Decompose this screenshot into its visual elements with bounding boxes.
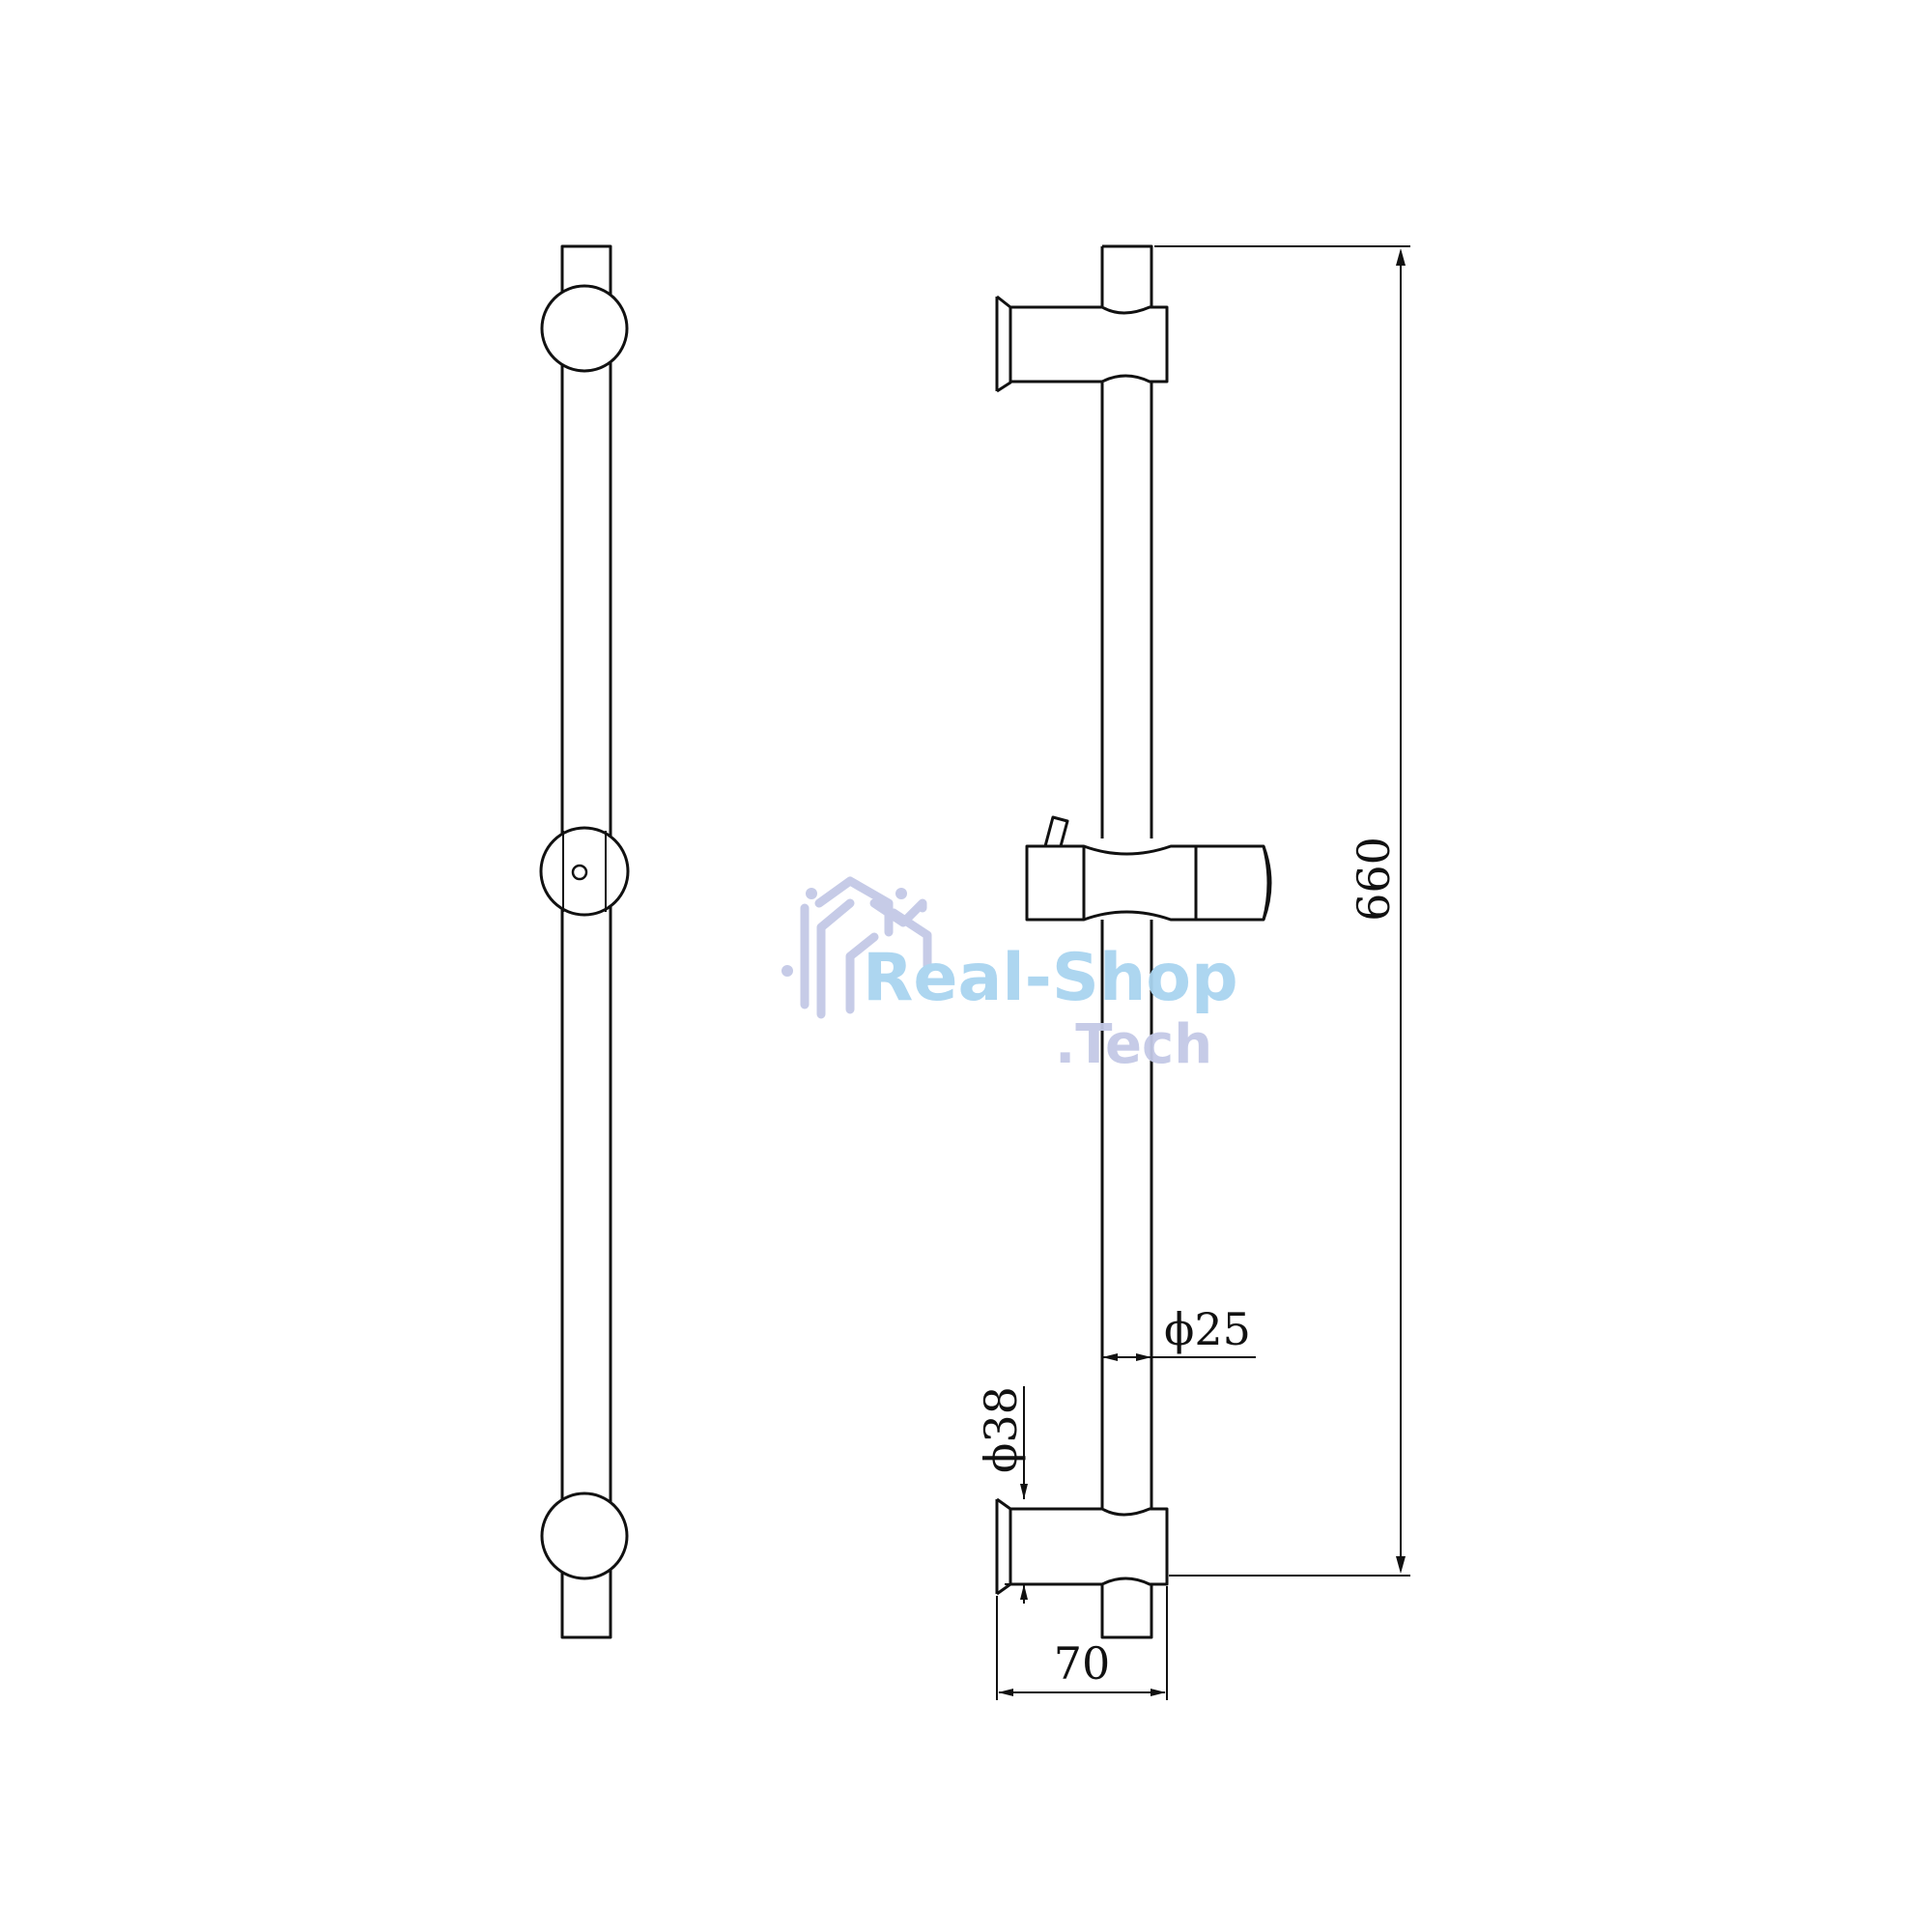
watermark-line1: Real-Shop: [863, 940, 1238, 1016]
side-top-bracket: [540, 284, 629, 373]
slider-lever: [1043, 815, 1069, 847]
watermark-logo: Real-Shop .Tech: [781, 876, 1238, 1076]
height-label: 660: [1348, 837, 1400, 922]
house-circuit-icon: [781, 876, 932, 1019]
dimension-rail-diameter: ϕ25: [1102, 1303, 1256, 1361]
watermark-line2: .Tech: [1055, 1013, 1212, 1076]
side-bottom-bracket: [540, 1492, 629, 1580]
projection-label: 70: [1054, 1637, 1111, 1690]
front-top-bracket: [995, 295, 1169, 393]
side-view: [539, 244, 630, 1639]
dimension-holder-diameter: ϕ38: [975, 1386, 1034, 1604]
side-slider-screw-icon: [571, 864, 588, 881]
holder-diameter-label: ϕ38: [975, 1386, 1027, 1473]
front-slider: [1025, 815, 1272, 922]
front-bottom-bracket: [995, 1497, 1169, 1596]
front-view: [995, 244, 1272, 1639]
side-rail-tube: [560, 244, 612, 1639]
dimension-projection: 70: [996, 1586, 1168, 1700]
dimension-overall-height: 660: [1154, 245, 1410, 1577]
rail-diameter-label: ϕ25: [1164, 1303, 1251, 1355]
front-rail-bottom: [1100, 1584, 1153, 1639]
front-rail-top-right: [1102, 244, 1153, 306]
